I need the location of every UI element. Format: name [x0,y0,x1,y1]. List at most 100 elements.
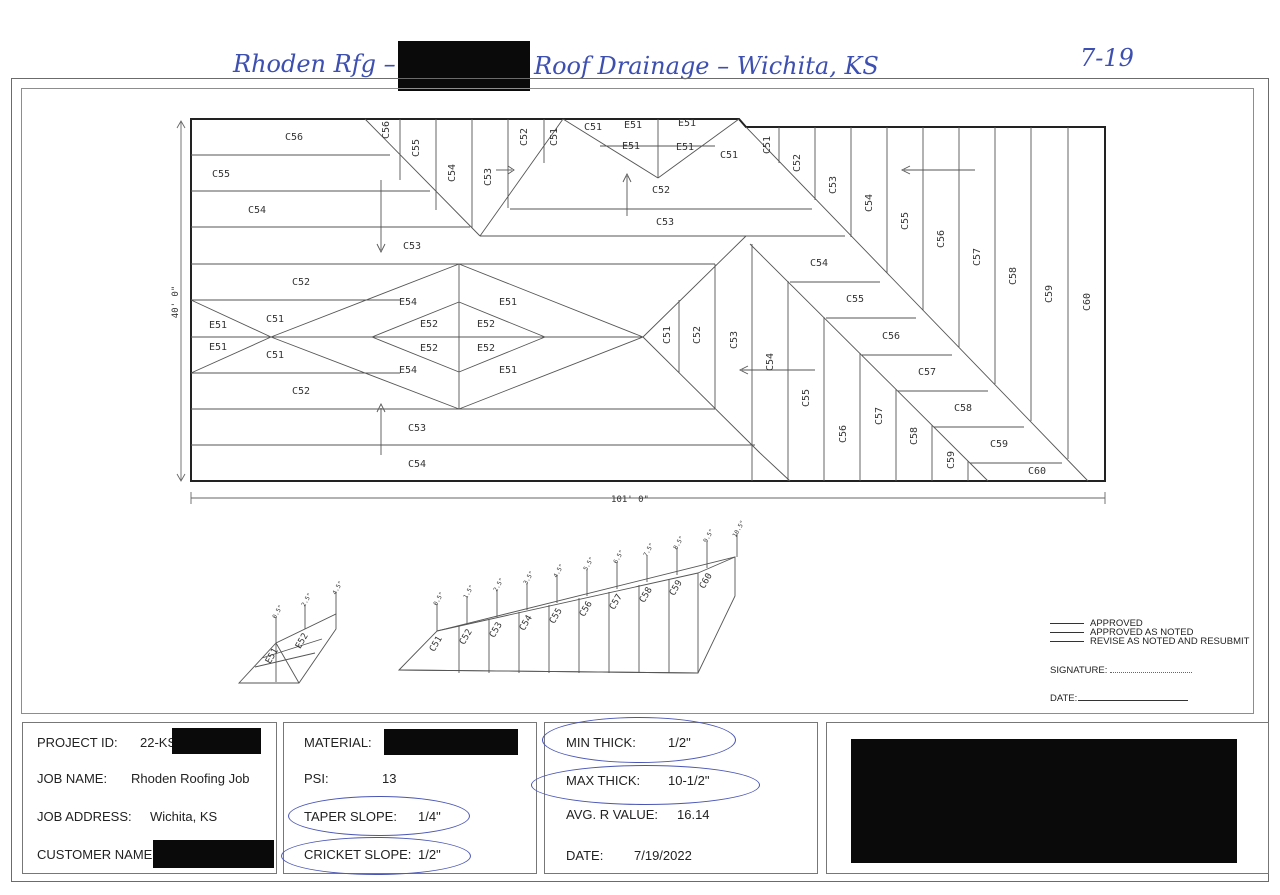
board-label: C55 [801,389,812,407]
thickness-tick-label: 4.5" [331,580,344,596]
board-label: E51 [676,142,694,153]
thickness-tick-label: 0.5" [432,591,445,607]
board-label: C53 [403,241,421,252]
board-label: C56 [838,425,849,443]
date-value: 7/19/2022 [634,848,692,863]
isometric-board-label: C59 [668,579,685,598]
width-dimension: 101' 0" [611,495,649,505]
date-label: DATE: [566,848,604,863]
board-label: E52 [477,319,495,330]
isometric-board-label: C55 [548,607,565,626]
board-label: C51 [266,350,284,361]
board-label: E51 [499,365,517,376]
max-thick-circle [531,765,760,805]
board-label: C51 [662,326,673,344]
board-label: E51 [622,141,640,152]
redacted-company-logo [851,739,1237,863]
board-label: C57 [972,248,983,266]
board-label: E52 [477,343,495,354]
board-label: C60 [1082,293,1093,311]
board-label: C51 [720,150,738,161]
thickness-tick-label: 5.5" [582,556,595,572]
handwritten-title: Roof Drainage – Wichita, KS [534,52,879,80]
height-dimension: 40' 0" [171,286,181,319]
material-label: MATERIAL: [304,735,372,750]
isometric-board-label: C60 [698,572,715,591]
taper-slope-circle [288,796,470,836]
board-label: C56 [381,121,392,139]
thickness-tick-label: 1.5" [462,584,475,600]
cricket-slope-circle [281,837,471,875]
board-label: E51 [624,120,642,131]
board-label: C59 [990,439,1008,450]
board-label: C57 [874,407,885,425]
board-label: C54 [447,164,458,182]
board-label: C60 [1028,466,1046,477]
thickness-tick-label: 2.5" [492,577,505,593]
redacted-material [384,729,518,755]
board-label: E52 [420,319,438,330]
isometric-board-label: C54 [518,614,535,633]
board-label: C55 [900,212,911,230]
board-label: C51 [762,136,773,154]
board-label: C51 [584,122,602,133]
board-label: C59 [946,451,957,469]
isometric-board-label: C53 [488,621,505,640]
isometric-board-label: E52 [294,632,311,651]
board-label: C54 [810,258,828,269]
handwritten-client-name: Rhoden Rfg – [233,50,396,78]
board-label: C53 [408,423,426,434]
thickness-tick-label: 3.5" [522,570,535,586]
project-id-value: 22-KS [140,735,177,750]
psi-value: 13 [382,771,397,786]
job-address-value: Wichita, KS [150,809,218,824]
board-label: C58 [954,403,972,414]
thickness-tick-label: 6.5" [612,549,625,565]
board-label: E52 [420,343,438,354]
approval-date: DATE: [1050,693,1189,704]
isometric-board-label: C52 [458,628,475,647]
board-label: C54 [248,205,266,216]
board-label: E51 [499,297,517,308]
approval-revise: REVISE AS NOTED AND RESUBMIT [1050,636,1249,647]
board-label: C52 [692,326,703,344]
approval-approved: APPROVED [1050,618,1143,629]
board-label: C52 [652,185,670,196]
board-label: C52 [292,386,310,397]
board-label: C52 [519,128,530,146]
drawing-sheet-border [11,78,1269,882]
min-thick-circle [542,717,736,763]
job-name-value: Rhoden Roofing Job [131,771,250,786]
avg-r-value-value: 16.14 [677,807,710,822]
redacted-customer-name [153,840,274,868]
isometric-board-label: C58 [638,586,655,605]
board-label: E51 [678,118,696,129]
job-address-label: JOB ADDRESS: [37,809,132,824]
approval-approved-as-noted: APPROVED AS NOTED [1050,627,1193,638]
board-label: C51 [266,314,284,325]
handwritten-date: 7-19 [1080,44,1134,72]
thickness-tick-label: 4.5" [552,563,565,579]
isometric-board-label: C56 [578,600,595,619]
board-label: C56 [936,230,947,248]
psi-label: PSI: [304,771,329,786]
board-label: C58 [909,427,920,445]
board-label: C53 [656,217,674,228]
board-label: C56 [285,132,303,143]
board-label: C54 [864,194,875,212]
approval-signature: SIGNATURE: [1050,665,1193,676]
board-label: C57 [918,367,936,378]
board-label: C52 [792,154,803,172]
board-label: C51 [549,128,560,146]
isometric-board-label: C57 [608,593,625,612]
board-label: C52 [292,277,310,288]
board-label: C53 [729,331,740,349]
drawing-area-border [21,88,1254,714]
customer-name-label: CUSTOMER NAME: [37,847,156,862]
board-label: E51 [209,320,227,331]
project-id-label: PROJECT ID: [37,735,118,750]
board-label: C58 [1008,267,1019,285]
thickness-tick-label: 2.5" [300,592,313,608]
isometric-board-label: E51 [264,647,281,666]
board-label: C54 [765,353,776,371]
